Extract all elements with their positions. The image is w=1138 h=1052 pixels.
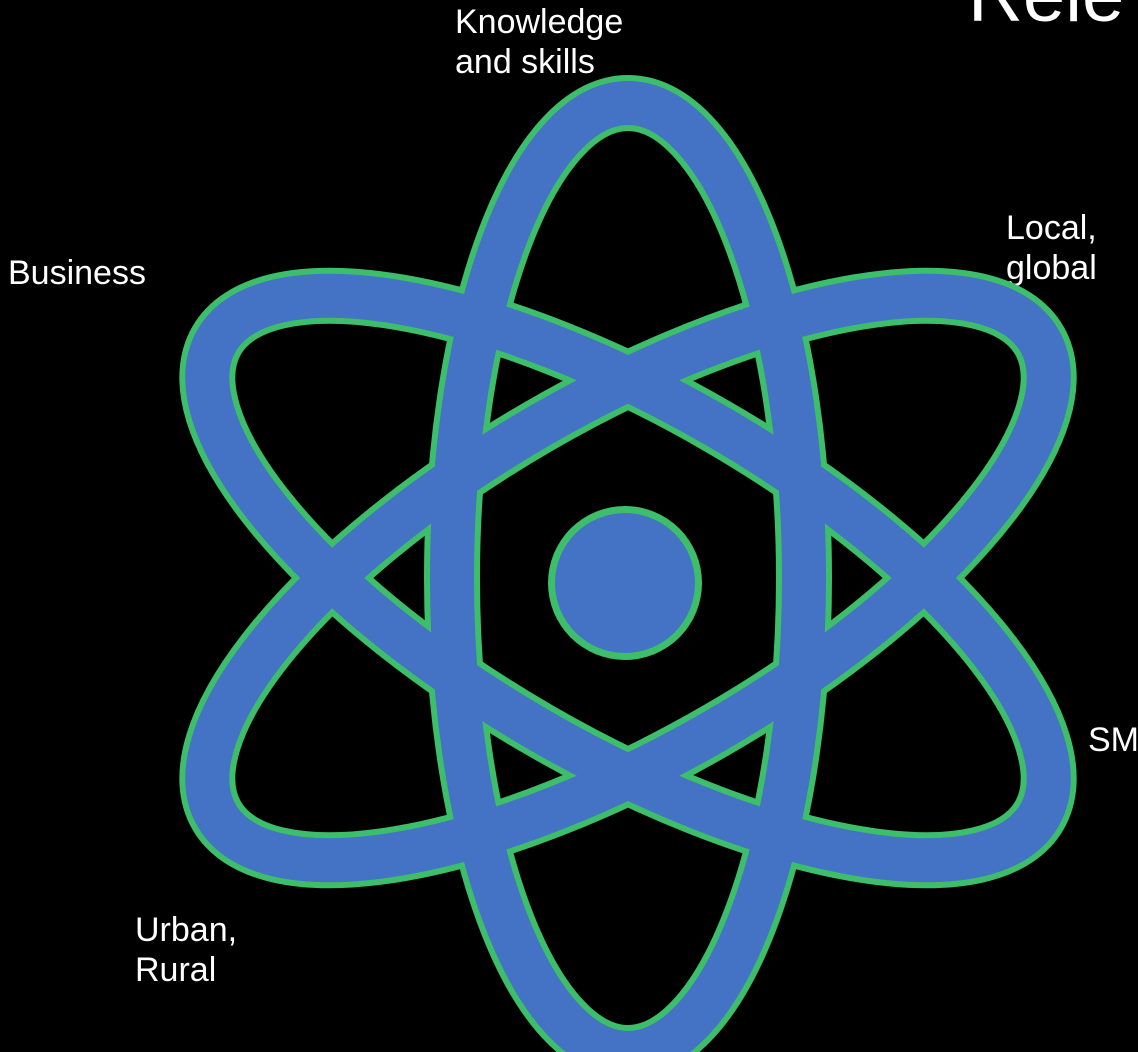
orbit-vertical <box>430 81 826 1052</box>
label-business-line-1: Business <box>8 254 146 292</box>
orbit-diagonal-a <box>185 273 1071 883</box>
label-urban-line-1: Urban, <box>135 911 238 949</box>
atom-orbits <box>185 81 1071 1052</box>
label-local-line-2: global <box>1006 249 1097 287</box>
label-knowledge-line-1: Knowledge <box>455 3 624 41</box>
nucleus <box>555 513 695 653</box>
label-local-global: Local, global <box>1006 208 1097 288</box>
slide-title: Rele <box>968 0 1124 34</box>
label-sm: SM <box>1088 720 1138 760</box>
label-sm-line-1: SM <box>1088 721 1138 759</box>
label-urban-rural: Urban, Rural <box>135 910 237 990</box>
label-urban-line-2: Rural <box>135 951 217 989</box>
orbit-diagonal-b <box>185 273 1071 883</box>
label-business: Business <box>8 253 146 293</box>
label-knowledge-and-skills: Knowledge and skills <box>455 2 623 82</box>
label-local-line-1: Local, <box>1006 209 1097 247</box>
label-knowledge-line-2: and skills <box>455 43 595 81</box>
